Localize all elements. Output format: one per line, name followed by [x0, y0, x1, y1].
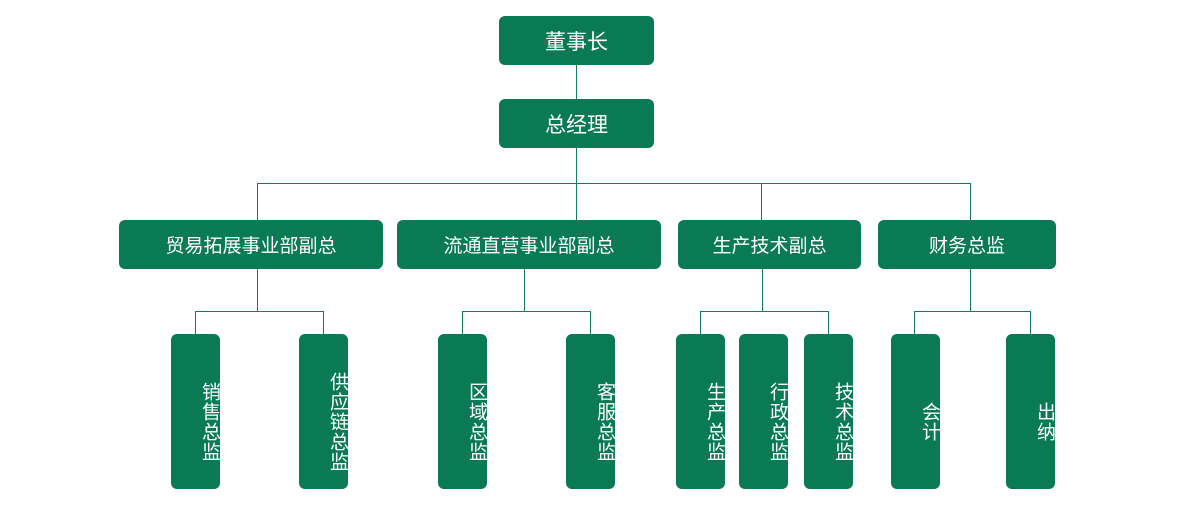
node-production-director: 生产总监	[676, 334, 726, 489]
node-technical-director: 技术总监	[804, 334, 854, 489]
node-customer-service-director: 客服总监	[566, 334, 616, 489]
node-chairman: 董事长	[499, 16, 654, 65]
node-accountant: 会计	[891, 334, 941, 489]
node-admin-director: 行政总监	[739, 334, 789, 489]
node-regional-director: 区域总监	[438, 334, 488, 489]
node-finance-director: 财务总监	[878, 220, 1056, 269]
node-sales-director: 销售总监	[171, 334, 221, 489]
node-vp-production-tech: 生产技术副总	[678, 220, 861, 269]
node-vp-trade-expansion: 贸易拓展事业部副总	[119, 220, 383, 269]
node-general-manager: 总经理	[499, 99, 654, 148]
node-cashier: 出纳	[1006, 334, 1056, 489]
node-supply-chain-director: 供应链总监	[299, 334, 349, 489]
node-vp-circulation-direct: 流通直营事业部副总	[397, 220, 661, 269]
